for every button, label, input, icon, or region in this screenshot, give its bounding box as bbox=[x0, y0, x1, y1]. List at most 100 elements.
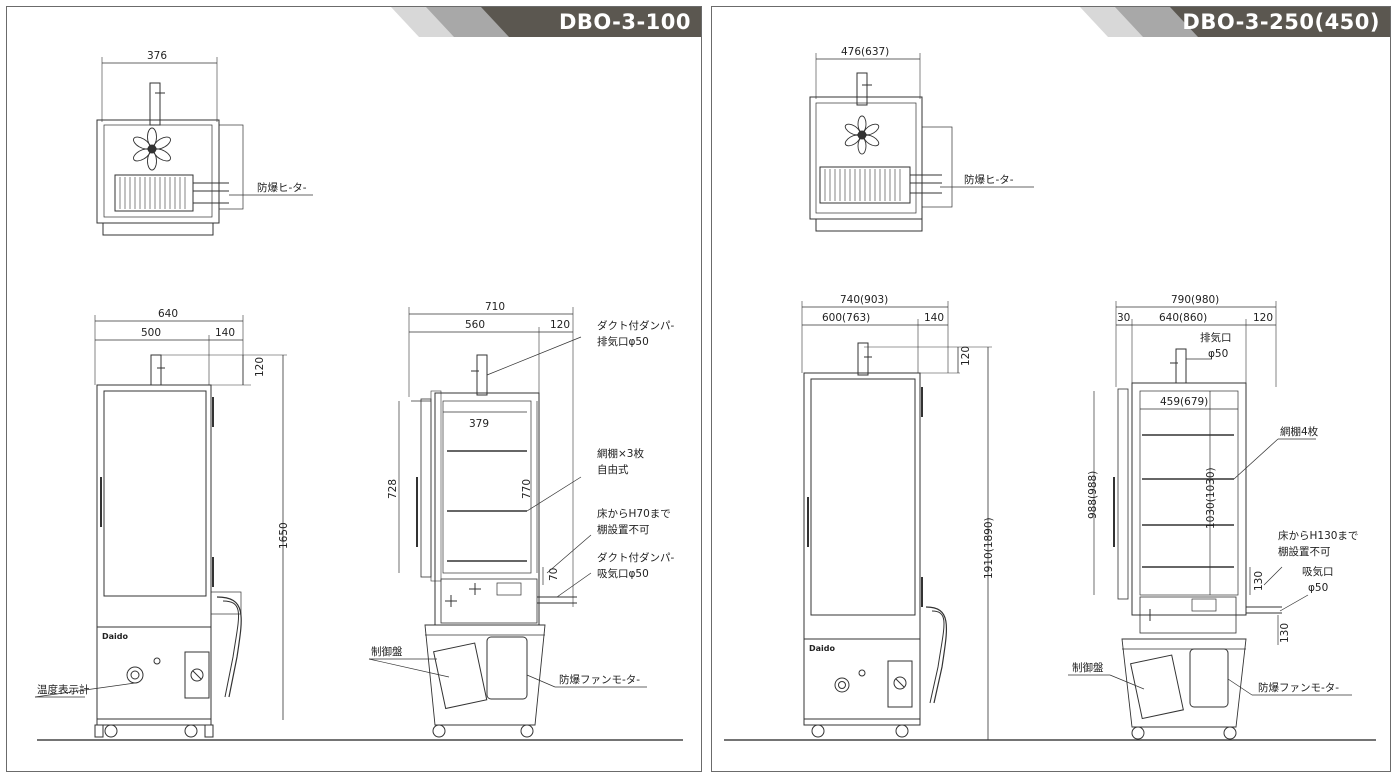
oven-door bbox=[810, 378, 916, 616]
side-inner-height: 1030(1030) bbox=[1205, 467, 1217, 529]
side-overall-depth: 710 bbox=[485, 301, 505, 313]
control-panel-label: 制御盤 bbox=[371, 645, 403, 658]
intake-note-line1: ダクト付ダンパ- bbox=[597, 551, 674, 564]
side-door-height: 728 bbox=[387, 479, 399, 499]
side-floor-gap: 130 bbox=[1253, 571, 1265, 591]
side-body-depth: 560 bbox=[465, 319, 485, 331]
top-view: 376 bbox=[96, 50, 313, 236]
exhaust-note-line1: ダクト付ダンパ- bbox=[597, 319, 674, 332]
top-width-label: 476(637) bbox=[841, 46, 889, 58]
front-side-width: 140 bbox=[215, 327, 235, 339]
model-title: DBO-3-100 bbox=[558, 10, 691, 34]
fan-icon bbox=[133, 127, 171, 171]
heater-block bbox=[819, 166, 911, 204]
exhaust-pipe bbox=[476, 354, 488, 396]
exhaust-pipe bbox=[856, 72, 868, 106]
caster bbox=[895, 724, 909, 738]
caster bbox=[520, 724, 534, 738]
side-rear-depth: 120 bbox=[1253, 312, 1273, 324]
side-inner-width: 379 bbox=[469, 418, 489, 430]
duct-box bbox=[440, 578, 538, 624]
fan-motor-label: 防爆ファンモ-タ- bbox=[559, 673, 640, 686]
oven-chamber bbox=[442, 400, 532, 574]
side-door-height: 988(988) bbox=[1087, 471, 1099, 519]
front-view: 740(903) 600(763) 140 120 1910(1890) Dai… bbox=[801, 294, 995, 740]
intake-note-line1: 吸気口 bbox=[1302, 565, 1334, 578]
side-body-depth: 640(860) bbox=[1159, 312, 1207, 324]
exhaust-note-line2: 排気口φ50 bbox=[597, 335, 649, 348]
explosion-proof-plate bbox=[184, 651, 210, 699]
exhaust-pipe bbox=[857, 342, 869, 376]
model-panel-dbo-3-250: DBO-3-250(450) 476(637) bbox=[711, 6, 1391, 772]
exhaust-pipe bbox=[150, 354, 162, 386]
oven-body bbox=[803, 372, 921, 640]
floor-note-line2: 棚設置不可 bbox=[597, 523, 650, 536]
exhaust-note-line2: φ50 bbox=[1208, 348, 1228, 360]
oven-body bbox=[96, 384, 212, 628]
front-body-width: 600(763) bbox=[822, 312, 870, 324]
thermometer-dial bbox=[126, 666, 144, 684]
floor-note-line1: 床からH130まで bbox=[1278, 529, 1358, 542]
top-width-label: 376 bbox=[147, 50, 167, 62]
explosion-proof-plate bbox=[887, 660, 913, 708]
exhaust-pipe bbox=[149, 82, 161, 126]
side-inner-width: 459(679) bbox=[1160, 396, 1208, 408]
caster bbox=[1131, 726, 1145, 740]
exhaust-note-line1: 排気口 bbox=[1200, 331, 1232, 344]
thermometer-label: 温度表示計 bbox=[37, 683, 90, 696]
heater-label: 防爆ヒ-タ- bbox=[257, 181, 307, 194]
stand-frame bbox=[424, 624, 546, 726]
caster bbox=[1223, 726, 1237, 740]
side-leg-gap: 130 bbox=[1279, 623, 1291, 643]
side-inner-height: 770 bbox=[521, 479, 533, 499]
side-overall-depth: 790(980) bbox=[1171, 294, 1219, 306]
floor-note-line1: 床からH70まで bbox=[597, 507, 671, 520]
model-title: DBO-3-250(450) bbox=[1182, 10, 1380, 34]
top-view-base bbox=[815, 218, 923, 232]
caster bbox=[104, 724, 118, 738]
side-view: 790(980) 30 640(860) 120 排気口 φ50 459(679… bbox=[1068, 294, 1358, 740]
oven-chamber bbox=[1139, 390, 1239, 596]
door-side bbox=[420, 398, 432, 578]
switch-knob bbox=[858, 669, 866, 677]
drawing-dbo-3-250: 476(637) bbox=[724, 46, 1376, 741]
brand-label: Daido bbox=[809, 644, 836, 653]
door-side bbox=[1117, 388, 1129, 600]
brand-label: Daido bbox=[102, 632, 129, 641]
fan-icon bbox=[844, 115, 880, 155]
heater-block bbox=[114, 174, 194, 212]
oven-side-body bbox=[1131, 382, 1247, 616]
control-panel-door bbox=[433, 642, 488, 710]
heater-label: 防爆ヒ-タ- bbox=[964, 173, 1014, 186]
front-overall-width: 740(903) bbox=[840, 294, 888, 306]
side-front-gap: 30 bbox=[1117, 312, 1130, 324]
top-view: 476(637) bbox=[809, 46, 1034, 232]
intake-note-line2: φ50 bbox=[1308, 582, 1328, 594]
side-floor-gap: 70 bbox=[548, 568, 560, 581]
shelf-note: 網棚4枚 bbox=[1280, 425, 1319, 438]
top-view-base bbox=[102, 222, 214, 236]
oven-door bbox=[103, 390, 207, 597]
front-body-width: 500 bbox=[141, 327, 161, 339]
fan-motor bbox=[486, 636, 528, 700]
top-view-body bbox=[809, 96, 923, 220]
exhaust-pipe bbox=[1175, 348, 1187, 384]
shelf-note-line1: 網棚×3枚 bbox=[597, 447, 644, 460]
model-panel-dbo-3-100: DBO-3-100 376 bbox=[6, 6, 702, 772]
front-height: 1910(1890) bbox=[983, 517, 995, 579]
front-view: 640 500 140 120 1650 Daido bbox=[34, 308, 290, 738]
stand-frame bbox=[1121, 638, 1247, 728]
caster bbox=[184, 724, 198, 738]
intake-note-line2: 吸気口φ50 bbox=[597, 567, 649, 580]
caster bbox=[432, 724, 446, 738]
caster bbox=[811, 724, 825, 738]
side-rear-depth: 120 bbox=[550, 319, 570, 331]
switch-knob bbox=[153, 657, 161, 665]
duct-box bbox=[1139, 596, 1237, 634]
thermometer-dial bbox=[834, 677, 850, 693]
front-top-offset: 120 bbox=[960, 346, 972, 366]
front-height: 1650 bbox=[278, 522, 290, 549]
side-view: 710 560 120 ダクト付ダンパ- 排気口φ50 379 770 728 bbox=[368, 301, 674, 738]
front-side-width: 140 bbox=[924, 312, 944, 324]
drawing-dbo-3-100: 376 bbox=[34, 50, 683, 741]
